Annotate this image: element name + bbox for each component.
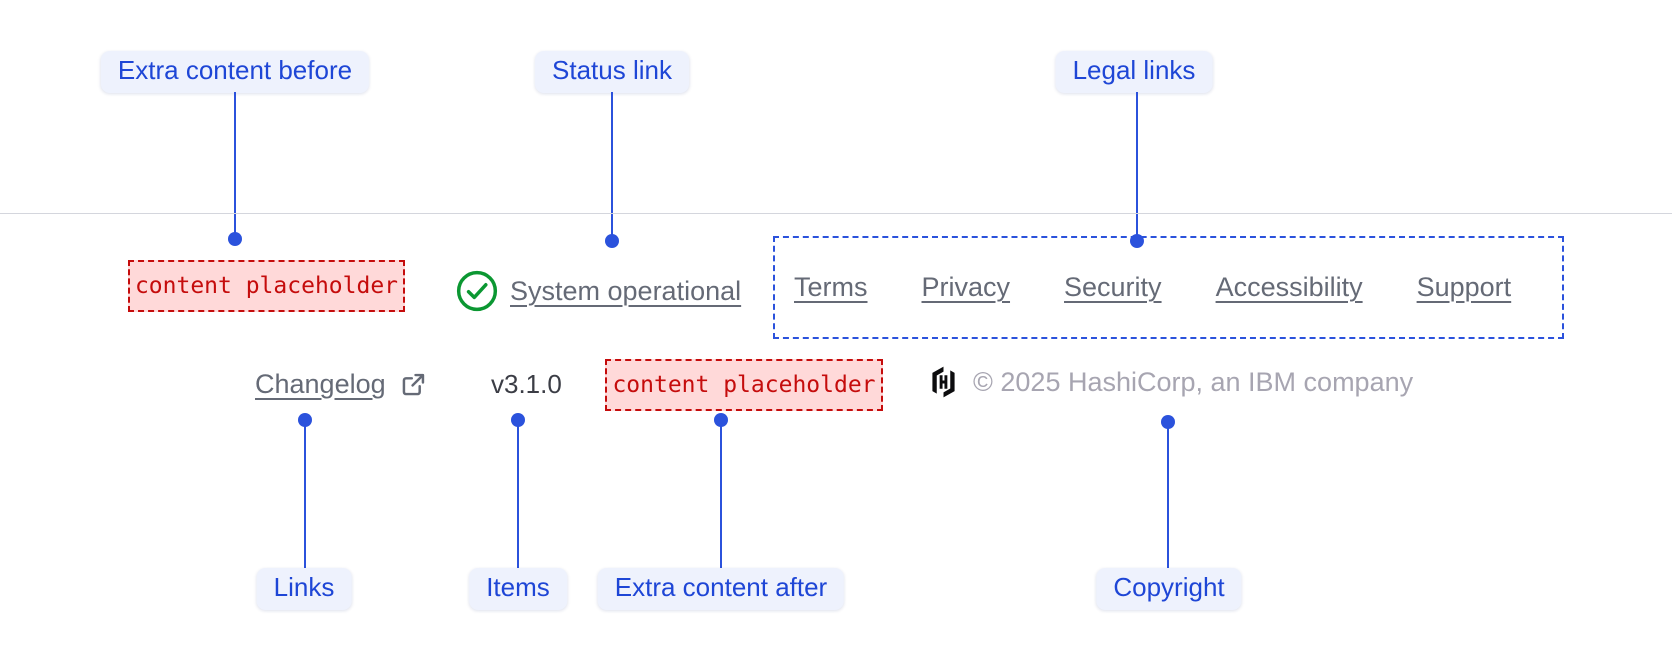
changelog-link-label: Changelog xyxy=(255,368,386,399)
extra-content-after-placeholder: content placeholder xyxy=(605,359,883,411)
annotation-label-items: Items xyxy=(469,568,567,610)
legal-link-accessibility[interactable]: Accessibility xyxy=(1215,272,1363,302)
copyright-text: © 2025 HashiCorp, an IBM company xyxy=(973,366,1414,397)
legal-links-list: Terms Privacy Security Accessibility Sup… xyxy=(775,238,1562,337)
legal-link-support[interactable]: Support xyxy=(1416,272,1512,302)
annotation-line xyxy=(1136,92,1138,241)
annotation-label-status-link: Status link xyxy=(535,51,689,93)
status-link-label: System operational xyxy=(510,275,742,306)
legal-link-terms[interactable]: Terms xyxy=(794,272,868,302)
annotation-line xyxy=(1167,422,1169,568)
annotation-label-extra-content-after: Extra content after xyxy=(597,568,845,610)
legal-links-region: Terms Privacy Security Accessibility Sup… xyxy=(773,236,1564,339)
status-link[interactable]: System operational xyxy=(455,269,741,313)
check-circle-icon xyxy=(456,270,498,312)
legal-link-privacy[interactable]: Privacy xyxy=(921,272,1011,302)
hashicorp-logo-icon xyxy=(932,366,955,398)
annotation-label-extra-content-before: Extra content before xyxy=(100,51,370,93)
annotation-line xyxy=(304,420,306,568)
annotation-line xyxy=(720,420,722,568)
annotation-label-links: Links xyxy=(256,568,352,610)
annotation-label-copyright: Copyright xyxy=(1096,568,1242,610)
version-item: v3.1.0 xyxy=(491,369,562,399)
changelog-link[interactable]: Changelog xyxy=(255,366,427,402)
external-link-icon xyxy=(402,373,424,395)
legal-link-security[interactable]: Security xyxy=(1064,272,1162,302)
annotation-line xyxy=(234,92,236,239)
copyright-block: © 2025 HashiCorp, an IBM company xyxy=(930,363,1413,401)
annotation-line xyxy=(611,92,613,241)
annotation-dot xyxy=(605,234,619,248)
footer-top-divider xyxy=(0,213,1672,214)
annotation-line xyxy=(517,420,519,568)
extra-content-before-placeholder: content placeholder xyxy=(128,260,405,312)
annotation-label-legal-links: Legal links xyxy=(1055,51,1213,93)
annotation-dot xyxy=(228,232,242,246)
